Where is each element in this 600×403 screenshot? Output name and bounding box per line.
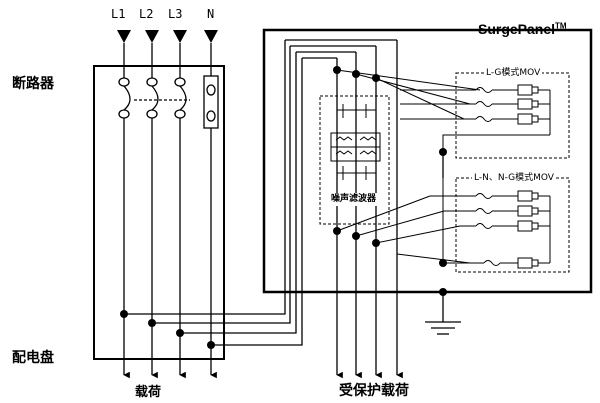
distribution-panel-label: 配电盘 [12, 350, 54, 366]
lg-mov-block [336, 69, 570, 159]
supply-terminals [117, 30, 218, 43]
load-label: 载荷 [135, 385, 162, 400]
tap-junctions [120, 310, 215, 349]
feed-lines [123, 43, 217, 379]
ln-ng-mov-block [336, 177, 570, 273]
phase-label-l2: L2 [139, 7, 154, 21]
phase-label-l3: L3 [168, 7, 183, 21]
filter-label-bg [329, 193, 381, 206]
surge-panel-box [262, 28, 593, 294]
lg-mode-label: L-G模式MOV [484, 68, 543, 78]
phase-label-n: N [207, 7, 215, 21]
brand-label: SurgePanelTM [478, 21, 567, 37]
protected-load-lines [336, 40, 403, 379]
distribution-panel-box [93, 65, 225, 360]
filter-label: 噪声滤波器 [331, 194, 377, 204]
ground-bus [425, 152, 461, 335]
ground-junction [439, 288, 447, 296]
breaker-label: 断路器 [12, 76, 54, 92]
breaker-contacts [118, 75, 219, 129]
tap-conductors [124, 39, 397, 346]
n-junction [439, 259, 447, 267]
phase-label-l1: L1 [111, 7, 126, 21]
protected-load-label: 受保护载荷 [339, 383, 409, 399]
ln-ng-mode-label: L-N、N-G模式MOV [472, 173, 556, 183]
